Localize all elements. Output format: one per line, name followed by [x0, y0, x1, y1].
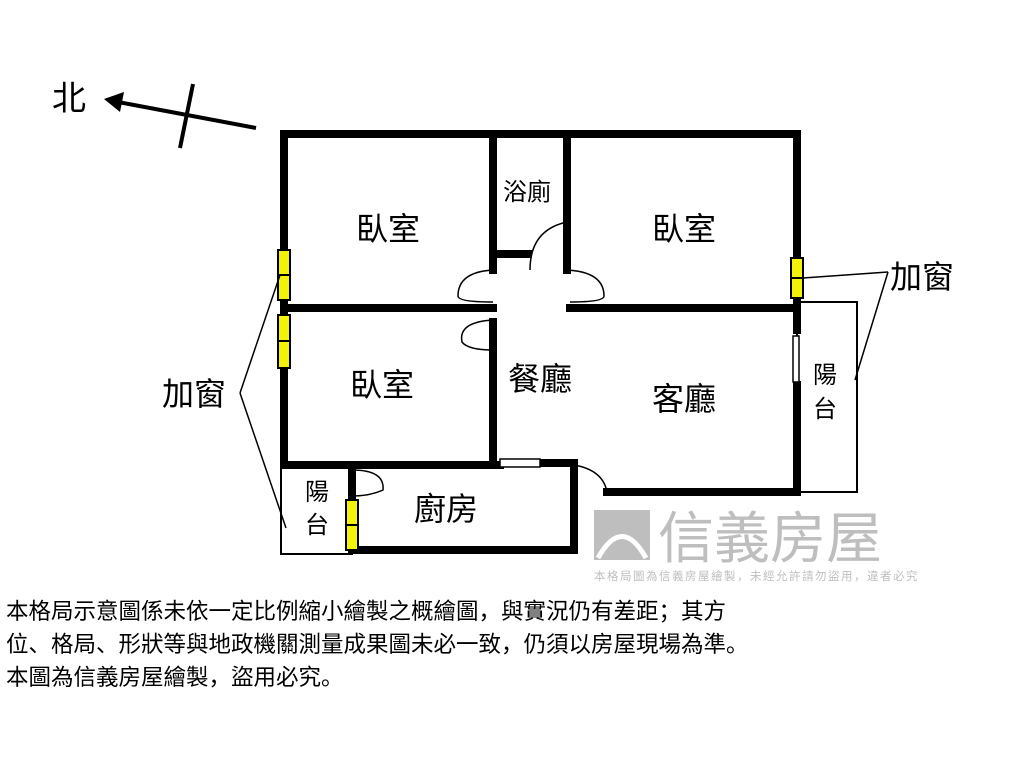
disclaimer-line: 本圖為信義房屋繪製，盜用必究。 — [6, 665, 344, 691]
watermark: 信義房屋 本格局圖為信義房屋繪製，未經允許請勿盜用，違者必究 — [594, 507, 919, 583]
room-label-bedroom3: 臥室 — [350, 366, 414, 404]
watermark-notice: 本格局圖為信義房屋繪製，未經允許請勿盜用，違者必究 — [594, 569, 919, 583]
annotation-leaders — [239, 271, 889, 529]
room-label-balcony-small-2: 台 — [305, 511, 329, 539]
disclaimer-line: 位、格局、形狀等與地政機關測量成果圖未必一致，仍須以房屋現場為準。 — [6, 632, 749, 658]
annotation-added-window-right: 加窗 — [890, 258, 954, 296]
door-swings — [351, 221, 608, 497]
north-arrow-icon — [104, 83, 257, 149]
balcony-door — [792, 335, 800, 383]
sliding-door — [499, 458, 541, 468]
room-label-living: 客廳 — [652, 380, 716, 418]
walls — [280, 130, 801, 554]
disclaimer: 本格局示意圖係未依一定比例縮小繪製之概繪圖，與實況仍有差距；其方 位、格局、形狀… — [6, 596, 1021, 695]
windows — [277, 249, 804, 551]
room-label-bedroom1: 臥室 — [356, 210, 420, 248]
room-label-balcony-right-2: 台 — [813, 395, 837, 423]
room-label-bathroom: 浴廁 — [503, 178, 551, 206]
disclaimer-line: 本格局示意圖係未依一定比例縮小繪製之概繪圖，與實況仍有差距；其方 — [6, 599, 727, 625]
room-label-dining: 餐廳 — [508, 360, 572, 398]
room-label-kitchen: 廚房 — [414, 490, 478, 528]
room-label-balcony-right-1: 陽 — [813, 361, 837, 389]
north-label: 北 — [52, 79, 86, 119]
room-label-balcony-small-1: 陽 — [305, 478, 329, 506]
room-label-bedroom2: 臥室 — [652, 210, 716, 248]
annotation-added-window-left: 加窗 — [162, 375, 226, 413]
watermark-brand: 信義房屋 — [658, 507, 882, 572]
